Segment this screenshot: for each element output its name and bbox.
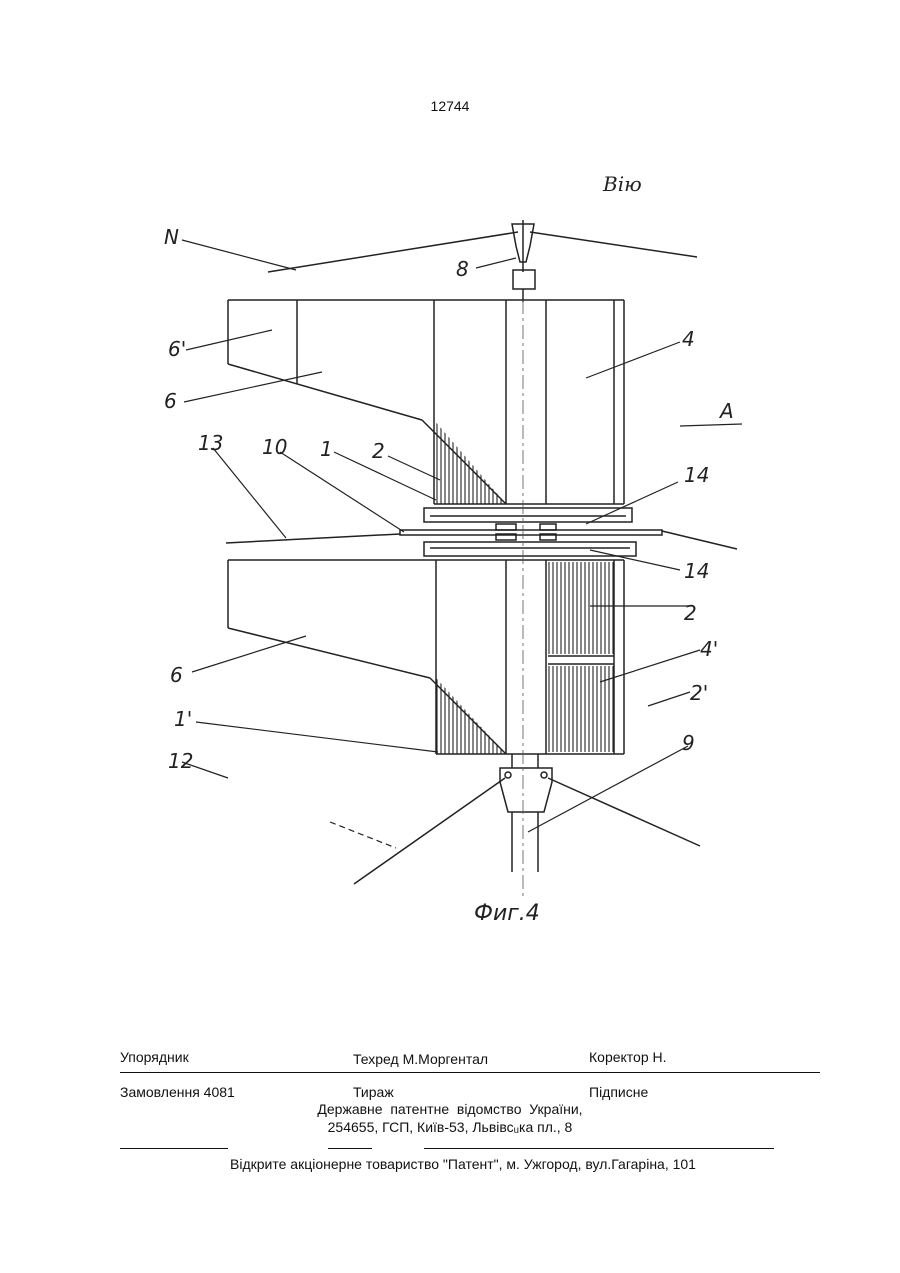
label-2: 2 [372, 439, 385, 463]
label-4-prime: 4' [700, 637, 718, 661]
label-6-lower: 6 [170, 663, 183, 687]
label-6-prime: 6' [168, 337, 186, 361]
footer-rule-mid [328, 1148, 372, 1149]
footer-publisher: Відкрите акціонерне товариство "Патент",… [0, 1156, 900, 1172]
label-1: 1 [320, 437, 333, 461]
label-4: 4 [682, 327, 695, 351]
label-N: N [164, 225, 179, 249]
footer-office-line1: Державне патентне відомство України, [0, 1101, 900, 1117]
label-8: 8 [456, 257, 469, 281]
leader-lines [182, 240, 742, 848]
footer-rule-top [120, 1072, 820, 1073]
footer-subscription: Підписне [589, 1084, 648, 1100]
patent-figure: N 8 6' 6 4 A 13 10 1 2 14 14 2 4' 2' 6 1… [0, 0, 900, 1000]
footer-rule-right [424, 1148, 774, 1149]
footer-rule-left [120, 1148, 228, 1149]
label-2-lower: 2 [684, 601, 697, 625]
label-9: 9 [682, 731, 695, 755]
footer-office-line2: 254655, ГСП, Київ-53, Львівсᵤка пл., 8 [0, 1119, 900, 1135]
footer-circulation: Тираж [353, 1084, 394, 1100]
footer-techred: Техред М.Моргентал [353, 1051, 488, 1067]
label-10: 10 [262, 435, 287, 459]
hatching [434, 420, 614, 754]
drawing-lines [226, 220, 737, 884]
label-13: 13 [198, 431, 223, 455]
label-A: A [718, 399, 734, 423]
label-14-upper: 14 [684, 463, 709, 487]
footer-corrector: Коректор Н. [589, 1049, 667, 1065]
label-14-lower: 14 [684, 559, 709, 583]
label-2-prime: 2' [690, 681, 708, 705]
label-12: 12 [168, 749, 193, 773]
footer-order: Замовлення 4081 [120, 1084, 235, 1100]
label-6: 6 [164, 389, 177, 413]
footer-compiler: Упорядник [120, 1049, 189, 1065]
figure-caption: Фиг.4 [474, 901, 540, 926]
label-1-prime: 1' [174, 707, 192, 731]
